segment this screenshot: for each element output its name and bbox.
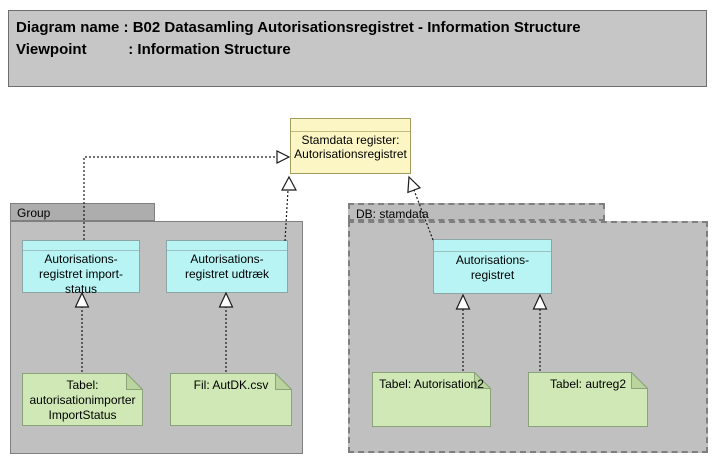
realization-arrowhead-icon (280, 175, 298, 191)
db-stamdata-container-tab[interactable]: DB: stamdata (348, 203, 605, 221)
note-fold-icon (631, 372, 648, 389)
autorisationsregistret-top-compartment (434, 240, 551, 252)
autorisationsregistret-udtraek-node[interactable]: Autorisations-registret udtræk (166, 240, 288, 293)
note-fil-autdk-csv[interactable]: Fil: AutDK.csv (170, 373, 292, 426)
stamdata-register-label: Stamdata register: Autorisationsregistre… (294, 133, 407, 161)
autorisationsregistret-node[interactable]: Autorisations-registret (433, 239, 552, 294)
stamdata-register-node[interactable]: Stamdata register: Autorisationsregistre… (290, 118, 411, 174)
diagram-title-block: Diagram name : B02 Datasamling Autorisat… (8, 10, 707, 87)
diagram-name-line: Diagram name : B02 Datasamling Autorisat… (16, 19, 581, 36)
note-fold-icon (275, 373, 292, 390)
udtraek-top-compartment (167, 241, 287, 251)
note-fold-icon (474, 372, 491, 389)
group-container-tab[interactable]: Group (10, 203, 155, 221)
autorisationsregistret-importstatus-node[interactable]: Autorisations-registret import-status (22, 240, 140, 296)
autorisationsregistret-label: Autorisations-registret (455, 253, 530, 282)
note-shape (22, 373, 143, 426)
viewpoint-line: Viewpoint : Information Structure (16, 41, 291, 58)
note-tabel-autorisation2[interactable]: Tabel: Autorisation2 (372, 372, 491, 427)
note-tabel-autreg2[interactable]: Tabel: autreg2 (528, 372, 648, 427)
note-label: Tabel: autorisationimporter ImportStatus (29, 378, 136, 422)
udtraek-label: Autorisations-registret udtræk (184, 252, 270, 281)
note-shape (528, 372, 648, 427)
db-stamdata-container-label: DB: stamdata (356, 207, 429, 221)
importstatus-top-compartment (23, 241, 139, 251)
realization-arrowhead-icon (407, 175, 422, 194)
note-shape (170, 373, 292, 426)
stamdata-register-top-compartment (291, 119, 410, 132)
note-label: Tabel: Autorisation2 (379, 377, 484, 391)
importstatus-label: Autorisations-registret import-status (38, 252, 124, 296)
group-container-label: Group (17, 206, 51, 220)
note-shape (372, 372, 491, 427)
note-label: Tabel: autreg2 (549, 377, 627, 391)
realization-arrowhead-icon (276, 150, 291, 164)
note-tabel-autorisationimporter-importstatus[interactable]: Tabel: autorisationimporter ImportStatus (22, 373, 143, 426)
note-fold-icon (126, 373, 143, 390)
note-label: Fil: AutDK.csv (193, 378, 269, 392)
